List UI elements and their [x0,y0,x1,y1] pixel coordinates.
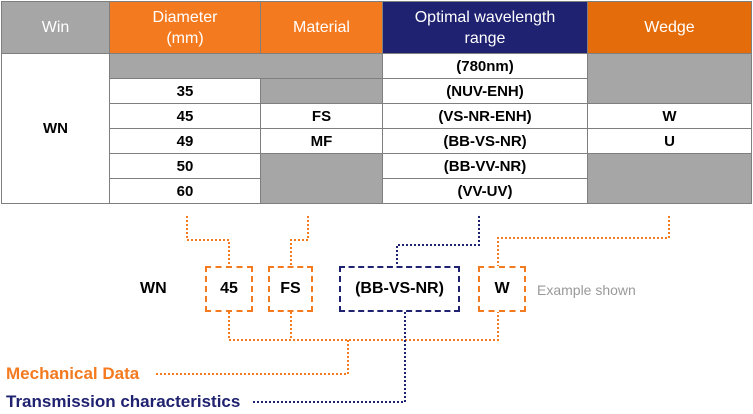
example-material-box: FS [268,266,313,312]
diameter-cell: 35 [109,78,261,104]
header-win: Win [1,1,110,54]
leader-transmission [253,312,406,403]
mechanical-data-label: Mechanical Data [6,364,140,383]
wedge-cell: W [587,103,752,129]
diameter-cell: 45 [109,103,261,129]
connector-diameter [186,216,230,266]
gray-cell [587,153,752,204]
connector-material [290,216,309,266]
wavelength-cell: (VV-UV) [382,178,588,204]
example-wedge-box: W [478,266,526,312]
header-material: Material [260,1,383,54]
wedge-cell: U [587,128,752,154]
transmission-label: Transmission characteristics [6,392,241,411]
diameter-cell: 49 [109,128,261,154]
diameter-cell: 60 [109,178,261,204]
collector-mechanical [228,312,499,341]
connector-wavelength [396,216,480,266]
leader-mechanical [156,340,349,375]
connector-wedge [497,216,670,266]
example-diameter-box: 45 [205,266,253,312]
wavelength-cell: (BB-VV-NR) [382,153,588,179]
gray-cell [587,53,752,104]
example-prefix: WN [140,280,167,297]
header-wavelength: Optimal wavelength range [382,1,588,54]
example-note: Example shown [537,282,636,298]
wavelength-cell: (NUV-ENH) [382,78,588,104]
gray-cell [260,78,383,104]
example-wavelength-box: (BB-VS-NR) [339,266,460,312]
code-table: Win Diameter (mm) Material Optimal wavel… [1,1,752,204]
gray-cell [260,153,383,204]
gray-cell [109,53,383,79]
